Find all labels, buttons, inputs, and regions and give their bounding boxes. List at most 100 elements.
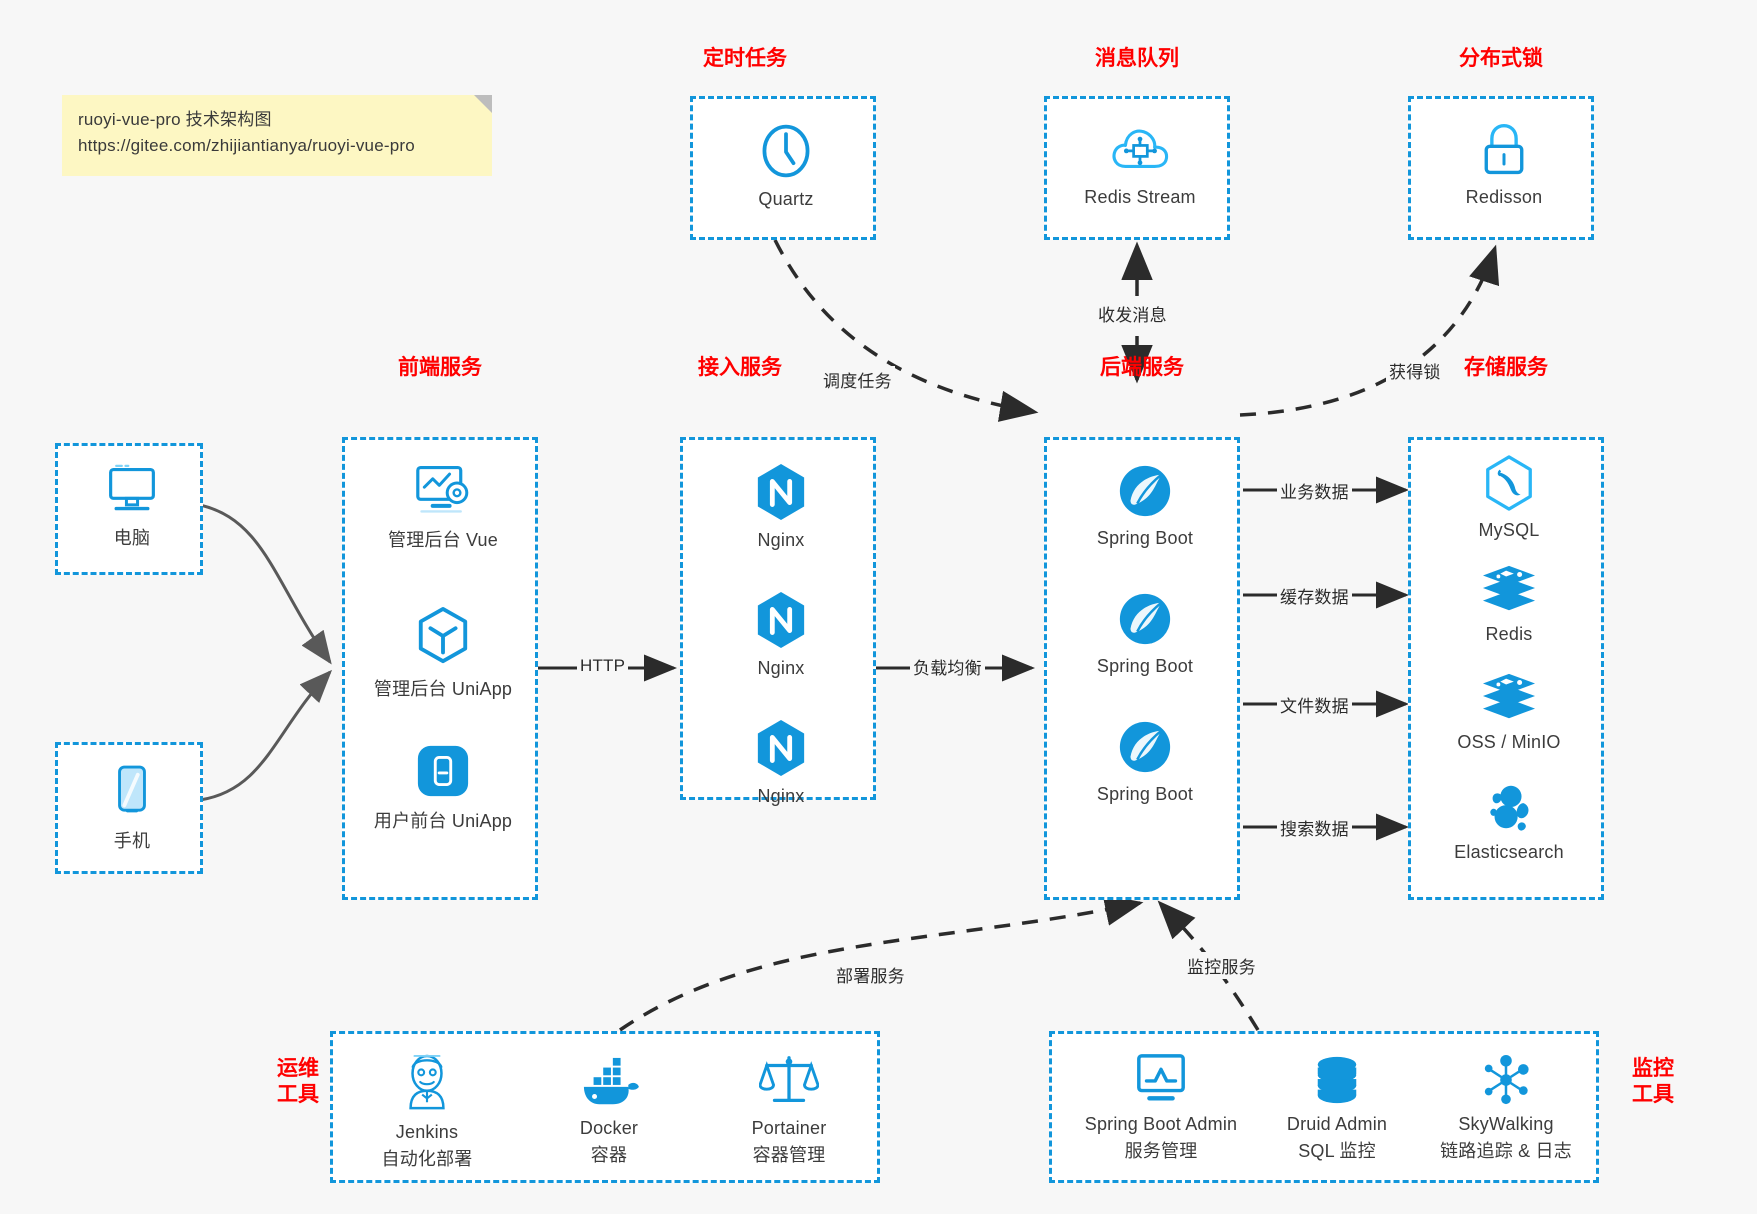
edge-label-acquire-lock: 获得锁 bbox=[1386, 357, 1444, 384]
node-label: MySQL bbox=[1478, 520, 1540, 540]
scales-icon bbox=[758, 1052, 820, 1110]
network-nodes-icon bbox=[1478, 1054, 1534, 1106]
node-redisson[interactable]: Redisson bbox=[1411, 121, 1597, 208]
node-skywalking[interactable]: SkyWalking 链路追踪 & 日志 bbox=[1416, 1054, 1596, 1163]
node-label: Quartz bbox=[758, 189, 814, 209]
node-portainer[interactable]: Portainer 容器管理 bbox=[709, 1052, 869, 1167]
node-admin-vue[interactable]: 管理后台 Vue bbox=[345, 462, 541, 552]
node-sublabel: 服务管理 bbox=[1124, 1141, 1198, 1161]
node-elasticsearch[interactable]: Elasticsearch bbox=[1411, 780, 1607, 863]
group-title-message-queue: 消息队列 bbox=[1095, 47, 1179, 70]
elasticsearch-icon bbox=[1481, 780, 1537, 834]
spring-leaf-icon bbox=[1116, 718, 1174, 776]
note-fold-corner bbox=[474, 95, 492, 113]
node-spring-boot-1[interactable]: Spring Boot bbox=[1047, 462, 1243, 549]
node-nginx-2[interactable]: Nginx bbox=[683, 590, 879, 679]
node-label: 手机 bbox=[113, 831, 151, 851]
group-frontend[interactable]: 管理后台 Vue 管理后台 UniApp 用户前台 UniApp bbox=[342, 437, 538, 900]
mysql-dolphin-icon bbox=[1481, 454, 1537, 512]
spring-leaf-icon bbox=[1116, 590, 1174, 648]
node-label: Spring Boot bbox=[1096, 784, 1194, 804]
node-label: Nginx bbox=[757, 786, 805, 806]
edge-label-monitor-service: 监控服务 bbox=[1184, 952, 1259, 979]
node-nginx-3[interactable]: Nginx bbox=[683, 718, 879, 807]
node-druid-admin[interactable]: Druid Admin SQL 监控 bbox=[1252, 1054, 1422, 1163]
node-label: Jenkins bbox=[395, 1122, 459, 1142]
node-admin-uniapp[interactable]: 管理后台 UniApp bbox=[345, 605, 541, 701]
group-distributed-lock[interactable]: Redisson bbox=[1408, 96, 1594, 240]
nginx-icon bbox=[754, 590, 808, 650]
node-label: Elasticsearch bbox=[1454, 842, 1564, 862]
app-window-icon bbox=[415, 743, 471, 799]
group-title-monitoring-line2: 工具 bbox=[1632, 1083, 1674, 1107]
node-oss-minio[interactable]: OSS / MinIO bbox=[1411, 670, 1607, 753]
monitor-chart-icon bbox=[1132, 1052, 1190, 1106]
redis-stack-icon bbox=[1479, 562, 1539, 616]
node-user-uniapp[interactable]: 用户前台 UniApp bbox=[345, 743, 541, 833]
docker-whale-icon bbox=[578, 1056, 640, 1110]
wire-quartz-to-backend bbox=[773, 239, 1039, 422]
wire-backend-to-lock bbox=[1239, 244, 1500, 417]
edge-label-deploy-service: 部署服务 bbox=[833, 961, 908, 988]
node-label: 管理后台 Vue bbox=[388, 530, 498, 550]
node-label: Nginx bbox=[757, 658, 805, 678]
wire-desktop-to-frontend bbox=[199, 503, 332, 665]
nginx-icon bbox=[754, 718, 808, 778]
node-label: Spring Boot Admin bbox=[1084, 1114, 1238, 1134]
node-label: Redisson bbox=[1465, 187, 1543, 207]
group-client-desktop[interactable]: 电脑 bbox=[55, 443, 203, 575]
sticky-note: ruoyi-vue-pro 技术架构图 https://gitee.com/zh… bbox=[62, 95, 492, 176]
group-title-storage: 存储服务 bbox=[1464, 356, 1548, 379]
node-spring-boot-3[interactable]: Spring Boot bbox=[1047, 718, 1243, 805]
spring-leaf-icon bbox=[1116, 462, 1174, 520]
edge-label-http: HTTP bbox=[577, 655, 629, 677]
node-sublabel: 容器 bbox=[590, 1145, 628, 1165]
group-gateway[interactable]: Nginx Nginx Nginx bbox=[680, 437, 879, 806]
group-title-backend: 后端服务 bbox=[1100, 356, 1184, 379]
node-label: Redis bbox=[1485, 624, 1533, 644]
node-redis-stream[interactable]: Redis Stream bbox=[1047, 121, 1233, 208]
node-label: Docker bbox=[579, 1118, 639, 1138]
node-label: Spring Boot bbox=[1096, 656, 1194, 676]
mobile-phone-icon bbox=[109, 763, 155, 819]
node-redis[interactable]: Redis bbox=[1411, 562, 1607, 645]
node-spring-boot-2[interactable]: Spring Boot bbox=[1047, 590, 1243, 677]
node-mobile[interactable]: 手机 bbox=[58, 763, 206, 853]
group-devops[interactable]: Jenkins 自动化部署 bbox=[330, 1031, 880, 1183]
group-client-mobile[interactable]: 手机 bbox=[55, 742, 203, 874]
node-jenkins[interactable]: Jenkins 自动化部署 bbox=[347, 1052, 507, 1171]
node-label: Redis Stream bbox=[1084, 187, 1196, 207]
group-monitoring[interactable]: Spring Boot Admin 服务管理 Druid Admin SQL 监… bbox=[1049, 1031, 1599, 1183]
jenkins-butler-icon bbox=[399, 1052, 455, 1114]
note-line-url: https://gitee.com/zhijiantianya/ruoyi-vu… bbox=[78, 136, 415, 156]
node-desktop[interactable]: 电脑 bbox=[58, 464, 206, 550]
edge-label-cache-data: 缓存数据 bbox=[1277, 582, 1352, 609]
group-message-queue[interactable]: Redis Stream bbox=[1044, 96, 1230, 240]
group-title-monitoring-line1: 监控 bbox=[1632, 1057, 1674, 1080]
node-label: Nginx bbox=[757, 530, 805, 550]
edge-label-file-data: 文件数据 bbox=[1277, 691, 1352, 718]
wire-mobile-to-frontend bbox=[199, 669, 333, 802]
edge-label-business-data: 业务数据 bbox=[1277, 477, 1352, 504]
edge-label-load-balance: 负载均衡 bbox=[910, 653, 985, 680]
node-label: Druid Admin bbox=[1286, 1114, 1388, 1134]
group-title-frontend: 前端服务 bbox=[398, 356, 482, 379]
edge-label-schedule-task: 调度任务 bbox=[820, 366, 895, 393]
group-title-monitoring: 监控 工具 bbox=[1613, 1056, 1693, 1109]
node-mysql[interactable]: MySQL bbox=[1411, 454, 1607, 541]
edge-label-send-receive-message: 收发消息 bbox=[1095, 300, 1170, 327]
node-quartz[interactable]: Quartz bbox=[693, 121, 879, 210]
node-label: 电脑 bbox=[113, 528, 151, 548]
node-label: 用户前台 UniApp bbox=[373, 811, 513, 831]
cube-icon bbox=[414, 605, 472, 667]
node-sublabel: SQL 监控 bbox=[1298, 1141, 1376, 1161]
node-label: Portainer bbox=[751, 1118, 827, 1138]
node-spring-boot-admin[interactable]: Spring Boot Admin 服务管理 bbox=[1066, 1052, 1256, 1163]
group-storage[interactable]: MySQL Redis bbox=[1408, 437, 1604, 900]
database-icon bbox=[1310, 1054, 1364, 1106]
node-nginx-1[interactable]: Nginx bbox=[683, 462, 879, 551]
group-scheduled-task[interactable]: Quartz bbox=[690, 96, 876, 240]
group-title-devops: 运维 工具 bbox=[258, 1056, 338, 1109]
group-backend[interactable]: Spring Boot Spring Boot Spring Boot bbox=[1044, 437, 1240, 900]
node-docker[interactable]: Docker 容器 bbox=[529, 1056, 689, 1167]
